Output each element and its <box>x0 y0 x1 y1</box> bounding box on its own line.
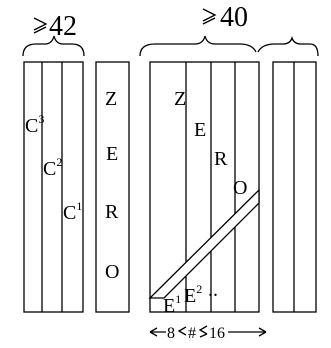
diagonal-band <box>148 188 260 299</box>
c3-label: C3 <box>25 112 44 137</box>
dimension-right-value: 16 <box>209 325 225 342</box>
right-letter-r: R <box>214 148 228 170</box>
c2-label: C2 <box>43 155 62 180</box>
right-group-outline <box>149 61 260 313</box>
right-letter-e: E <box>194 119 206 141</box>
left-column-group: C3 C2 C1 <box>23 61 84 313</box>
dimension-annotation: 8 # 16 <box>149 325 267 342</box>
right-label-group: 40 <box>139 2 319 57</box>
dimension-right-arrow <box>228 327 267 337</box>
right-letter-o: O <box>233 177 247 199</box>
left-brace <box>22 35 85 57</box>
zero-letter-o: O <box>105 261 119 283</box>
zero-letter-e: E <box>106 143 118 165</box>
dimension-hash: # <box>188 325 196 342</box>
left-group-outline <box>23 61 84 313</box>
dimension-leq-symbol <box>198 325 208 338</box>
right-letter-z: Z <box>174 88 186 110</box>
dimension-left-value: 8 <box>167 325 175 342</box>
dimension-lt-symbol <box>177 326 187 336</box>
left-geq-symbol <box>33 17 48 34</box>
dimension-left-arrow <box>149 327 166 337</box>
c1-label: C1 <box>63 199 82 224</box>
rightmost-column-group <box>272 61 317 313</box>
zero-column-outline <box>95 61 130 313</box>
zero-column: Z E R O <box>95 61 130 313</box>
right-small-brace <box>257 35 319 57</box>
right-header-number: 40 <box>220 2 248 33</box>
right-column-group: Z E R O E1 E2 .. <box>148 61 260 317</box>
right-brace <box>139 35 257 57</box>
left-label-group: 42 <box>22 11 85 57</box>
ellipsis: .. <box>208 279 218 301</box>
right-geq-symbol <box>202 8 217 25</box>
e1-label: E1 <box>163 292 181 317</box>
e2-label: E2 <box>184 282 202 307</box>
zero-letter-r: R <box>105 201 119 223</box>
zero-letter-z: Z <box>105 88 117 110</box>
